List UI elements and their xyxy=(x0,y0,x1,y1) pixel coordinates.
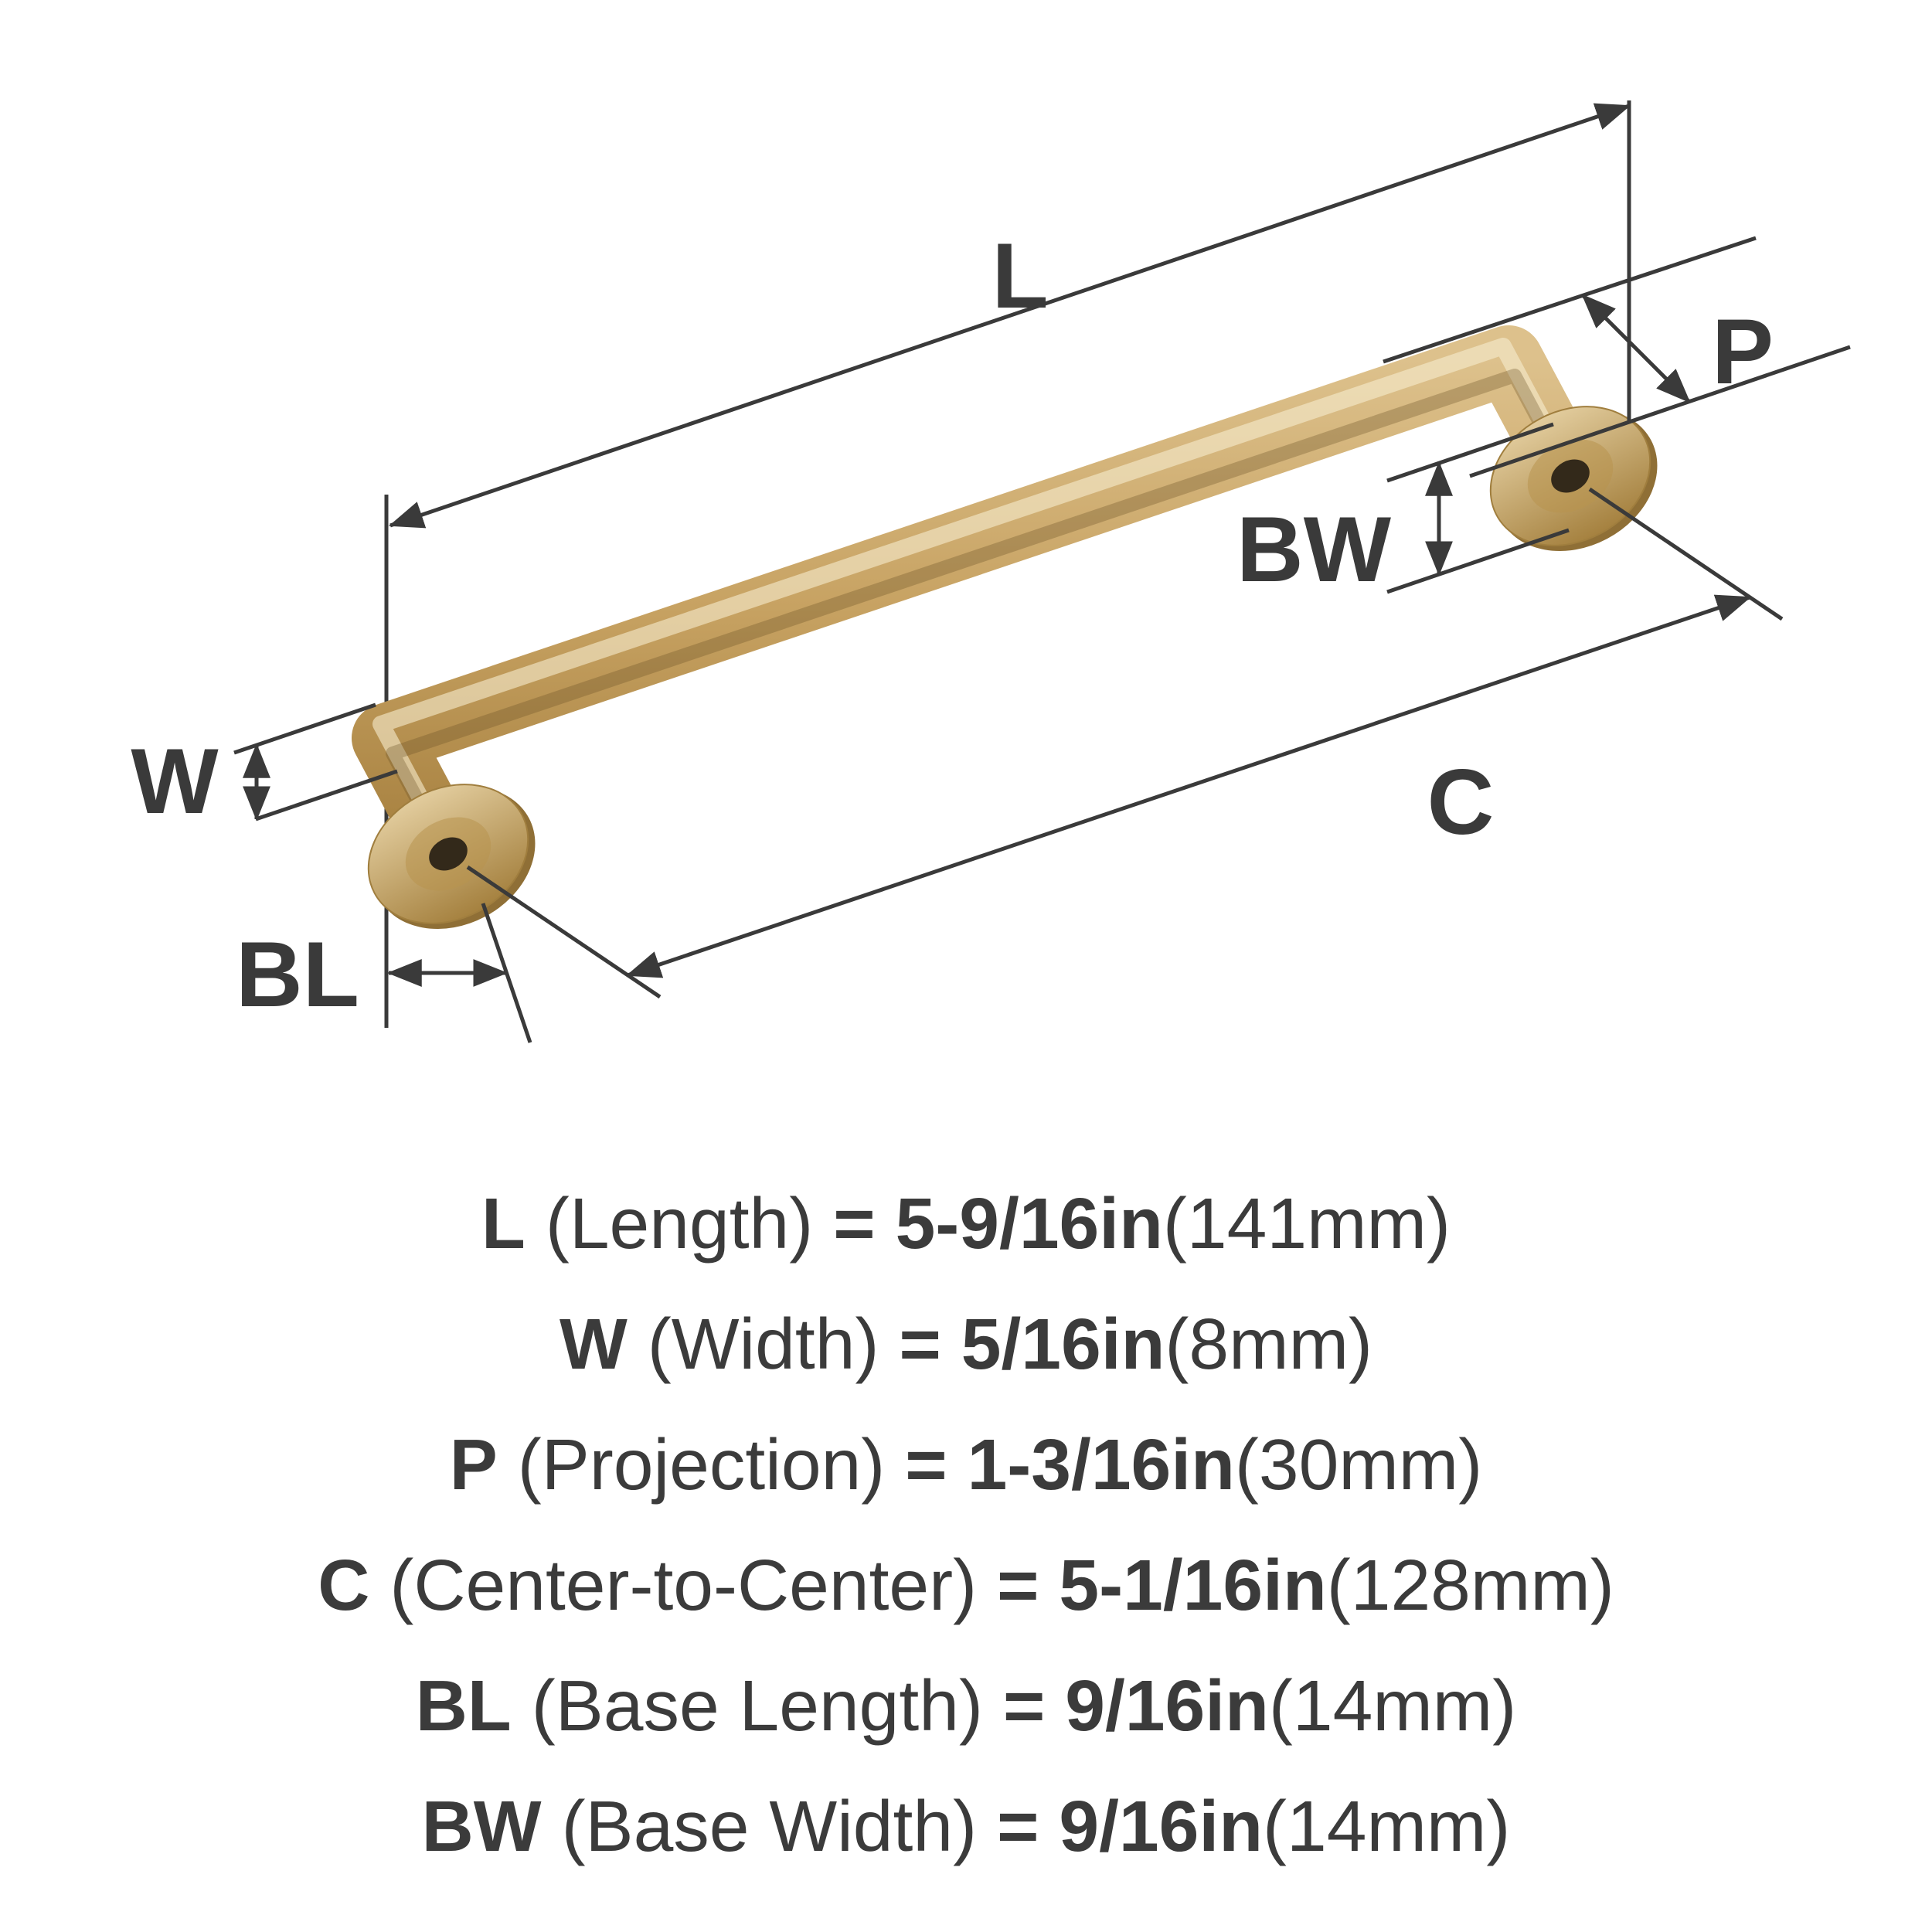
legend-metric: (128mm) xyxy=(1326,1545,1614,1625)
legend-equals: = xyxy=(833,1183,876,1264)
legend-key: C xyxy=(318,1545,370,1625)
extension-line-projection-base xyxy=(1469,345,1851,478)
extension-line-projection-front xyxy=(1383,236,1757,364)
legend-metric: (30mm) xyxy=(1234,1424,1483,1505)
legend-key: W xyxy=(559,1304,628,1384)
label-base-length: BL xyxy=(236,923,359,1026)
legend-equals: = xyxy=(905,1424,947,1505)
legend-equals: = xyxy=(997,1545,1039,1625)
dimension-arrow-length xyxy=(388,103,1631,529)
legend-equals: = xyxy=(997,1786,1039,1866)
extension-line-basewidth-top xyxy=(1386,422,1554,483)
legend-row-base-length: BL(Base Length)=9/16in(14mm) xyxy=(0,1645,1932,1766)
legend-row-center-to-center: C(Center-to-Center)=5-1/16in(128mm) xyxy=(0,1525,1932,1645)
legend-key: BL xyxy=(415,1665,512,1746)
extension-line-basewidth-bottom xyxy=(1386,528,1570,594)
legend-row-width: W(Width)=5/16in(8mm) xyxy=(0,1284,1932,1404)
legend-value: 1-3/16in xyxy=(967,1424,1235,1505)
dimension-arrow-center-to-center xyxy=(625,594,1752,978)
extension-line-center-left xyxy=(466,865,662,999)
legend-value: 5-9/16in xyxy=(895,1183,1163,1264)
legend-value: 5/16in xyxy=(961,1304,1165,1384)
handle-shadow xyxy=(386,369,1583,876)
label-width: W xyxy=(131,730,219,833)
handle-dimension-drawing: L P BW W C BL xyxy=(131,100,1851,1043)
left-base-flange xyxy=(367,784,536,930)
legend-desc: (Base Length) xyxy=(531,1665,983,1746)
legend-row-projection: P(Projection)=1-3/16in(30mm) xyxy=(0,1404,1932,1525)
legend-row-base-width: BW(Base Width)=9/16in(14mm) xyxy=(0,1766,1932,1886)
legend-desc: (Center-to-Center) xyxy=(389,1545,978,1625)
legend-metric: (141mm) xyxy=(1162,1183,1451,1264)
legend-equals: = xyxy=(899,1304,941,1384)
legend-value: 9/16in xyxy=(1065,1665,1269,1746)
legend-value: 5-1/16in xyxy=(1059,1545,1327,1625)
legend-desc: (Length) xyxy=(545,1183,814,1264)
legend-desc: (Projection) xyxy=(517,1424,886,1505)
label-center-to-center: C xyxy=(1427,750,1495,854)
legend-desc: (Base Width) xyxy=(561,1786,978,1866)
legend-key: BW xyxy=(421,1786,542,1866)
dimension-arrow-projection xyxy=(1581,294,1691,403)
legend-metric: (14mm) xyxy=(1268,1665,1517,1746)
legend-key: P xyxy=(449,1424,498,1505)
legend-desc: (Width) xyxy=(647,1304,879,1384)
legend-equals: = xyxy=(1002,1665,1046,1746)
pull-handle xyxy=(352,325,1658,930)
label-projection: P xyxy=(1712,300,1774,403)
legend-key: L xyxy=(481,1183,526,1264)
label-length: L xyxy=(992,224,1048,328)
extension-line-width-bottom xyxy=(255,769,398,821)
legend-value: 9/16in xyxy=(1059,1786,1264,1866)
extension-line-center-right xyxy=(1588,487,1784,621)
legend-row-length: L(Length)=5-9/16in(141mm) xyxy=(0,1163,1932,1284)
legend-metric: (8mm) xyxy=(1165,1304,1373,1384)
label-base-width: BW xyxy=(1236,498,1392,601)
handle-bar xyxy=(352,325,1605,889)
left-screw-hole xyxy=(429,837,468,871)
legend-metric: (14mm) xyxy=(1263,1786,1511,1866)
dimension-legend: L(Length)=5-9/16in(141mm) W(Width)=5/16i… xyxy=(0,1163,1932,1886)
